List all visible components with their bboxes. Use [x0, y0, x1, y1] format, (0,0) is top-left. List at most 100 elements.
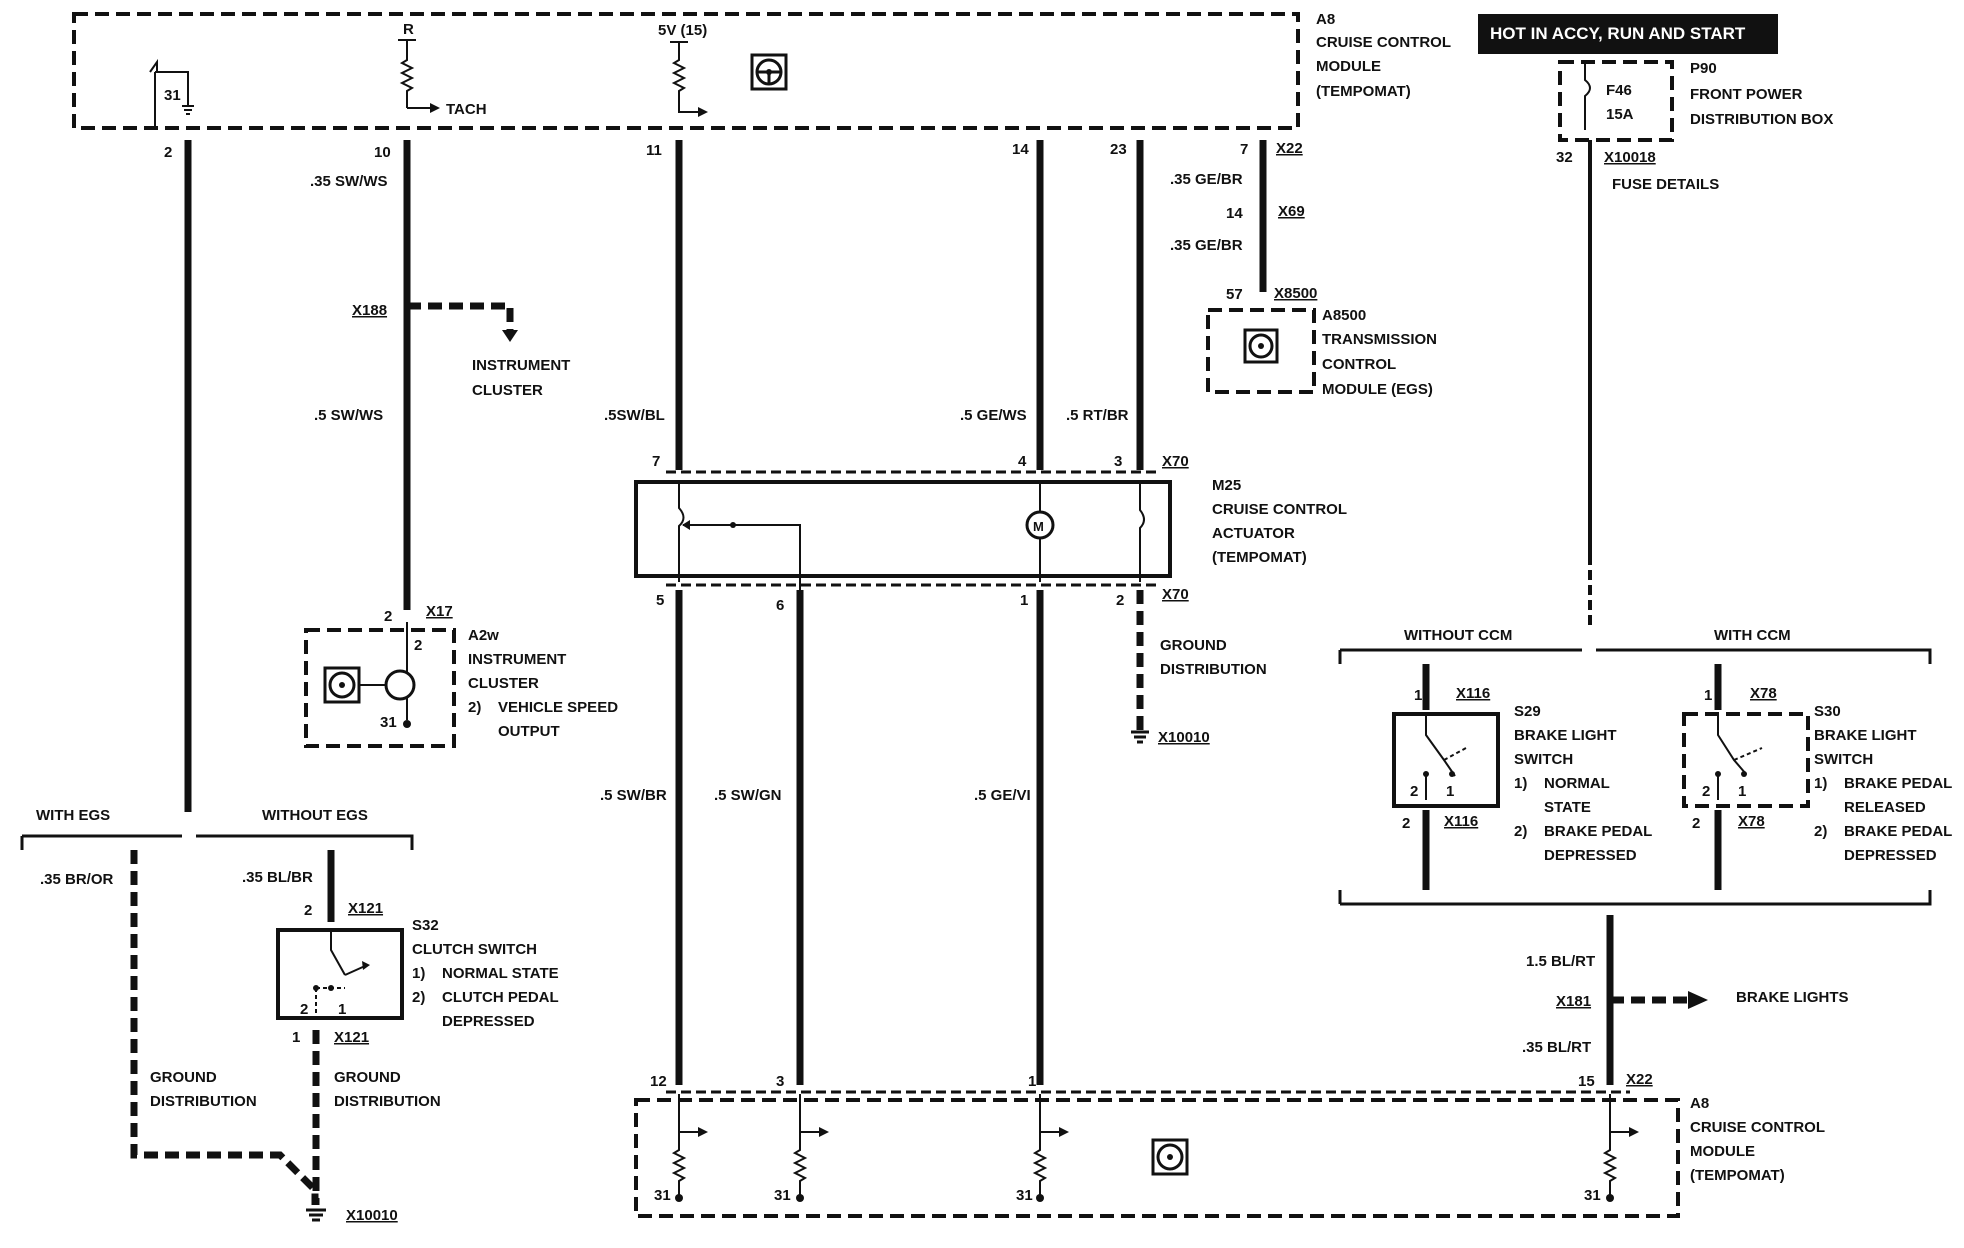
a8500-label: A8500 TRANSMISSION CONTROL MODULE (EGS) [1322, 307, 1437, 398]
svg-text:NORMAL STATE: NORMAL STATE [442, 965, 559, 982]
svg-text:A8500: A8500 [1322, 307, 1366, 324]
a8-internal-ground: 31 [149, 58, 194, 130]
m25-top-pins: 7 4 3 X70 [652, 453, 1189, 470]
with-egs-label: WITH EGS [36, 807, 110, 824]
svg-text:1: 1 [1028, 1073, 1036, 1090]
svg-text:BRAKE PEDAL: BRAKE PEDAL [1844, 775, 1952, 792]
a2w-label: A2w INSTRUMENT CLUSTER 2) VEHICLE SPEED … [468, 627, 618, 740]
svg-text:23: 23 [1110, 141, 1127, 158]
wire-label-1: .5 GE/VI [974, 787, 1031, 804]
svg-text:A2w: A2w [468, 627, 499, 644]
svg-text:1): 1) [1514, 775, 1527, 792]
steering-wheel-icon [750, 53, 788, 91]
wire-label-11: .5SW/BL [604, 407, 665, 424]
m25-box [634, 480, 1172, 578]
s30-label: S30 BRAKE LIGHT SWITCH 1) BRAKE PEDAL RE… [1814, 703, 1952, 864]
x188-instrument-label: INSTRUMENT CLUSTER [472, 357, 570, 399]
svg-text:1: 1 [1446, 783, 1454, 800]
svg-text:15A: 15A [1606, 106, 1634, 123]
brake-lights-label: BRAKE LIGHTS [1736, 989, 1849, 1006]
svg-text:1: 1 [1020, 592, 1028, 609]
svg-text:DISTRIBUTION: DISTRIBUTION [1160, 661, 1267, 678]
svg-text:4: 4 [1018, 453, 1027, 470]
svg-text:X70: X70 [1162, 453, 1189, 470]
svg-text:2): 2) [468, 699, 481, 716]
a8-bottom-module-box [634, 1098, 1680, 1218]
svg-text:P90: P90 [1690, 60, 1717, 77]
x8500-conn: X8500 [1274, 285, 1317, 302]
x69-conn: X69 [1278, 203, 1305, 220]
s30-switch-icon: 2 1 [1702, 714, 1763, 800]
svg-text:DEPRESSED: DEPRESSED [1544, 847, 1637, 864]
a2w-conn: X17 [426, 603, 453, 620]
s29-box [1392, 712, 1500, 808]
svg-text:M25: M25 [1212, 477, 1241, 494]
s29-switch-icon: 2 1 [1410, 714, 1467, 800]
ground-left-labels: GROUND DISTRIBUTION GROUND DISTRIBUTION [150, 1069, 441, 1110]
without-egs-label: WITHOUT EGS [262, 807, 368, 824]
svg-text:10: 10 [374, 144, 391, 161]
svg-text:2: 2 [164, 144, 172, 161]
svg-text:GROUND: GROUND [334, 1069, 401, 1086]
svg-text:BRAKE LIGHT: BRAKE LIGHT [1514, 727, 1617, 744]
svg-text:X22: X22 [1276, 140, 1303, 157]
svg-text:ACTUATOR: ACTUATOR [1212, 525, 1295, 542]
svg-text:32: 32 [1556, 149, 1573, 166]
a8-top-module-box [72, 12, 1300, 130]
svg-text:X10018: X10018 [1604, 149, 1656, 166]
ccm-split-rail-bot [1338, 890, 1932, 906]
svg-text:TRANSMISSION: TRANSMISSION [1322, 331, 1437, 348]
a8-bottom-steering-icon [1151, 1138, 1189, 1176]
svg-text:(TEMPOMAT): (TEMPOMAT) [1316, 83, 1411, 100]
svg-text:2: 2 [300, 1001, 308, 1018]
r-resistor: R TACH [398, 21, 487, 118]
svg-text:DISTRIBUTION: DISTRIBUTION [334, 1093, 441, 1110]
wire-label-brake2: .35 BL/RT [1522, 1039, 1591, 1056]
svg-text:1): 1) [1814, 775, 1827, 792]
s29-pin-top: 1 [1414, 687, 1422, 704]
svg-text:A8: A8 [1316, 11, 1335, 28]
motor-icon [1025, 510, 1055, 540]
svg-text:SWITCH: SWITCH [1514, 751, 1573, 768]
ground-dist-right: GROUND DISTRIBUTION X10010 [1131, 637, 1267, 746]
s29-conn-bot: X116 [1444, 813, 1478, 830]
svg-text:S32: S32 [412, 917, 439, 934]
svg-text:15: 15 [1578, 1073, 1595, 1090]
a8500-box [1206, 308, 1316, 394]
svg-text:S30: S30 [1814, 703, 1841, 720]
svg-text:S29: S29 [1514, 703, 1541, 720]
svg-text:5: 5 [656, 592, 664, 609]
p90-box [1558, 60, 1674, 142]
wire-egs [130, 850, 319, 1205]
wire-label-7b: .35 GE/BR [1170, 237, 1243, 254]
wire-label-brake: 1.5 BL/RT [1526, 953, 1595, 970]
s30-conn-top: X78 [1750, 685, 1777, 702]
s32-switch-icon: 2 1 [300, 930, 370, 1018]
without-ccm-label: WITHOUT CCM [1404, 627, 1512, 644]
transistor-icon: 31 [359, 622, 416, 731]
wire-label-7a: .35 GE/BR [1170, 171, 1243, 188]
wire-label-5: .5 SW/BR [600, 787, 667, 804]
svg-text:STATE: STATE [1544, 799, 1591, 816]
svg-text:MODULE: MODULE [1316, 58, 1381, 75]
a8-bottom-internal: 31 31 31 31 [654, 1094, 1639, 1204]
svg-text:BRAKE PEDAL: BRAKE PEDAL [1544, 823, 1652, 840]
svg-text:2: 2 [1116, 592, 1124, 609]
svg-text:1: 1 [338, 1001, 346, 1018]
ccm-split-rail-top [1338, 648, 1932, 664]
egs-split-rail [20, 834, 414, 850]
svg-text:MODULE: MODULE [1690, 1143, 1755, 1160]
x181-conn: X181 [1556, 993, 1591, 1010]
with-ccm-label: WITH CCM [1714, 627, 1791, 644]
s32-pin-bot: 1 [292, 1029, 300, 1046]
s32-conn-top: X121 [348, 900, 383, 917]
a8-top-label: A8 CRUISE CONTROL MODULE (TEMPOMAT) [1316, 11, 1451, 100]
a8500-steering-icon [1243, 328, 1279, 364]
svg-text:CRUISE CONTROL: CRUISE CONTROL [1316, 34, 1451, 51]
hot-badge [1478, 14, 1778, 54]
svg-text:31: 31 [1584, 1187, 1601, 1204]
svg-text:GROUND: GROUND [1160, 637, 1227, 654]
s30-conn-bot: X78 [1738, 813, 1765, 830]
svg-text:CRUISE CONTROL: CRUISE CONTROL [1212, 501, 1347, 518]
svg-text:31: 31 [380, 714, 397, 731]
